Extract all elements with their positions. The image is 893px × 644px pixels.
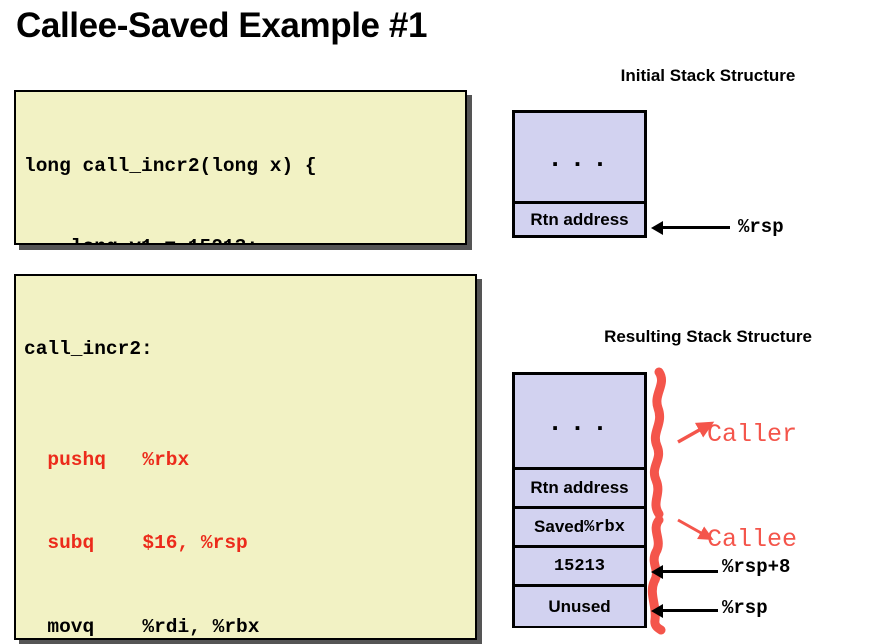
stack-cell-label: Rtn address [530, 209, 629, 229]
stack-cell-label: Rtn address [530, 478, 629, 497]
initial-stack-heading: Initial Stack Structure [620, 66, 796, 85]
resulting-stack-heading: Resulting Stack Structure [604, 327, 812, 346]
red-brace-group-icon [647, 367, 666, 635]
asm-instruction-subq: subq$16, %rsp [47, 532, 248, 554]
stack-cell-label-register: %rbx [584, 517, 625, 537]
rsp-pointer-label: %rsp [722, 597, 768, 619]
red-callout-arrows-group-icon [677, 421, 715, 541]
asm-function-label: call_incr2: [24, 338, 153, 360]
stack-cell-label: 15213 [553, 556, 605, 576]
rsp-plus-8-pointer-label: %rsp+8 [722, 556, 791, 578]
c-code-line: long call_incr2(long x) { [24, 155, 317, 177]
c-source-code-box: long call_incr2(long x) { long v1 = 1521… [14, 90, 467, 245]
resulting-stack-diagram: . . . Rtn address Saved %rbx 15213 Unuse… [512, 372, 647, 628]
assembly-code-box: call_incr2: pushq%rbx subq$16, %rsp movq… [14, 274, 477, 640]
callee-callout-arrow-icon [677, 518, 714, 541]
initial-rsp-pointer-label: %rsp [738, 216, 784, 238]
caller-annotation-label: Caller [707, 420, 798, 449]
callee-annotation-label: Callee [707, 525, 798, 554]
c-code-line: long v1 = 15213; [24, 234, 465, 243]
stack-cell-unused: Unused [515, 587, 644, 626]
ellipsis-text: . . . [551, 405, 608, 436]
stack-cell-label-prefix: Saved [534, 517, 585, 536]
callee-brace-icon [647, 515, 666, 635]
stack-cell-saved-rbx: Saved %rbx [515, 509, 644, 548]
stack-cell-ellipsis: . . . [515, 113, 644, 204]
rsp-plus-8-pointer-arrow-icon [651, 564, 718, 579]
stack-cell-rtn-address: Rtn address [515, 204, 644, 235]
caller-brace-icon [649, 367, 666, 519]
stack-cell-rtn-address: Rtn address [515, 470, 644, 509]
stack-cell-ellipsis: . . . [515, 375, 644, 470]
asm-instruction-movq-rdi: movq%rdi, %rbx [47, 615, 260, 638]
rsp-pointer-arrow-icon [651, 603, 718, 618]
initial-stack-diagram: . . . Rtn address [512, 110, 647, 238]
ellipsis-text: . . . [551, 141, 608, 172]
initial-rsp-pointer-arrow-icon [651, 220, 730, 235]
caller-callout-arrow-icon [677, 421, 715, 444]
stack-cell-label: Unused [548, 596, 611, 616]
stack-cell-15213: 15213 [515, 548, 644, 587]
page-title: Callee-Saved Example #1 [16, 6, 428, 45]
asm-instruction-pushq: pushq%rbx [47, 448, 190, 471]
